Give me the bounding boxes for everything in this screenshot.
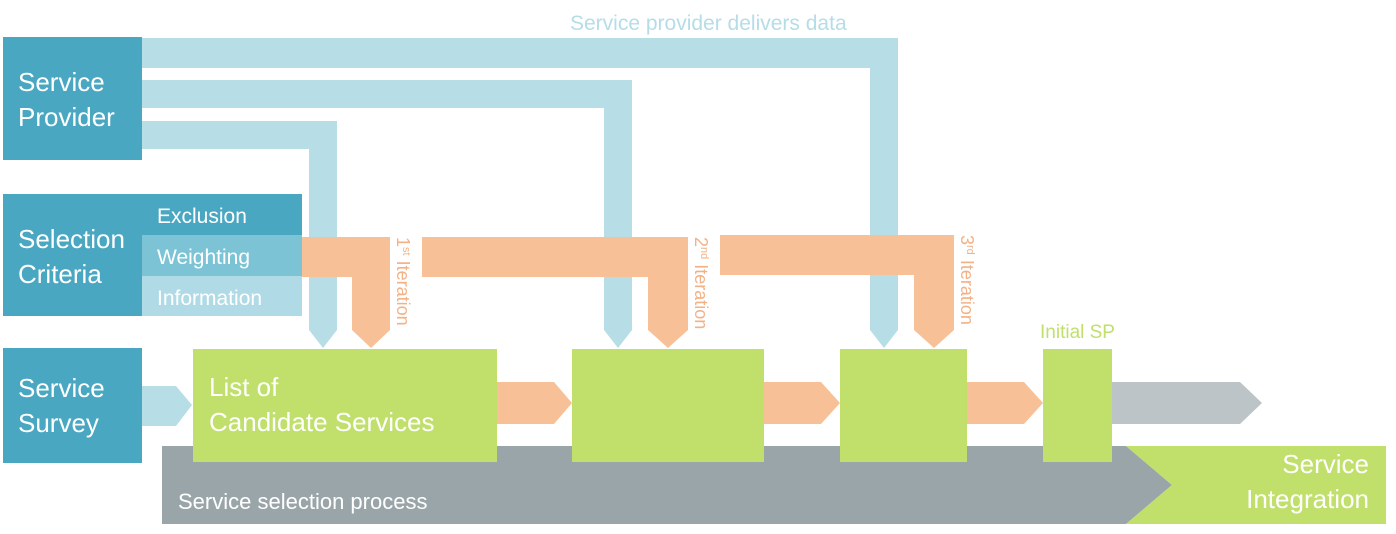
integration-label-2: Integration bbox=[1246, 484, 1369, 514]
initial-sp-box bbox=[1043, 349, 1112, 462]
weighting-label: Weighting bbox=[157, 246, 250, 269]
initial-sp-label: Initial SP bbox=[1040, 322, 1115, 343]
service-survey-box: Service Survey bbox=[3, 348, 142, 463]
process-bar bbox=[162, 446, 1172, 524]
service-survey-label-2: Survey bbox=[18, 408, 99, 438]
data-flow-arrow-1 bbox=[142, 121, 337, 348]
iteration-arrow-3 bbox=[914, 275, 954, 348]
svg-text:2nd Iteration: 2nd Iteration bbox=[691, 237, 711, 329]
candidate-label-1: List of bbox=[209, 372, 279, 402]
integration-label-1: Service bbox=[1282, 449, 1369, 479]
iteration-box-3 bbox=[840, 349, 967, 462]
iteration-band-1 bbox=[302, 237, 390, 277]
service-provider-box: Service Provider bbox=[3, 37, 142, 160]
iteration-band-2 bbox=[422, 237, 688, 277]
service-provider-label-2: Provider bbox=[18, 102, 115, 132]
iteration-arrow-1 bbox=[352, 277, 390, 348]
exclusion-row bbox=[142, 194, 302, 235]
process-label: Service selection process bbox=[178, 489, 427, 514]
service-provider-label-1: Service bbox=[18, 67, 105, 97]
service-integration-block bbox=[1126, 446, 1386, 524]
output-arrow bbox=[1112, 382, 1262, 424]
candidate-label-2: Candidate Services bbox=[209, 407, 434, 437]
iteration-label-2: 2nd Iteration bbox=[691, 237, 711, 329]
weighting-row bbox=[142, 235, 302, 276]
information-row bbox=[142, 276, 302, 316]
service-survey-label-1: Service bbox=[18, 373, 105, 403]
selection-criteria-label-2: Criteria bbox=[18, 259, 102, 289]
data-flow-arrow-2 bbox=[142, 80, 632, 348]
iteration-box-2 bbox=[572, 349, 764, 462]
iteration-bands bbox=[302, 235, 954, 348]
survey-arrow bbox=[142, 386, 192, 426]
connector-arrow-3 bbox=[967, 382, 1043, 424]
connector-arrow-2 bbox=[764, 382, 840, 424]
selection-criteria-box: Selection Criteria Exclusion Weighting I… bbox=[3, 194, 302, 316]
iteration-label-1: 1st Iteration bbox=[393, 237, 413, 326]
delivers-data-label: Service provider delivers data bbox=[570, 12, 847, 35]
connector-arrow-1 bbox=[497, 382, 572, 424]
iteration-arrow-2 bbox=[648, 277, 688, 348]
exclusion-label: Exclusion bbox=[157, 205, 247, 228]
selection-criteria-label-1: Selection bbox=[18, 224, 125, 254]
information-label: Information bbox=[157, 287, 262, 310]
svg-text:1st Iteration: 1st Iteration bbox=[393, 237, 413, 326]
provider-data-flows bbox=[142, 38, 898, 348]
iteration-band-3 bbox=[720, 235, 954, 275]
svg-text:3rd Iteration: 3rd Iteration bbox=[957, 235, 977, 325]
candidate-services-box bbox=[193, 349, 497, 462]
iteration-label-3: 3rd Iteration bbox=[957, 235, 977, 325]
